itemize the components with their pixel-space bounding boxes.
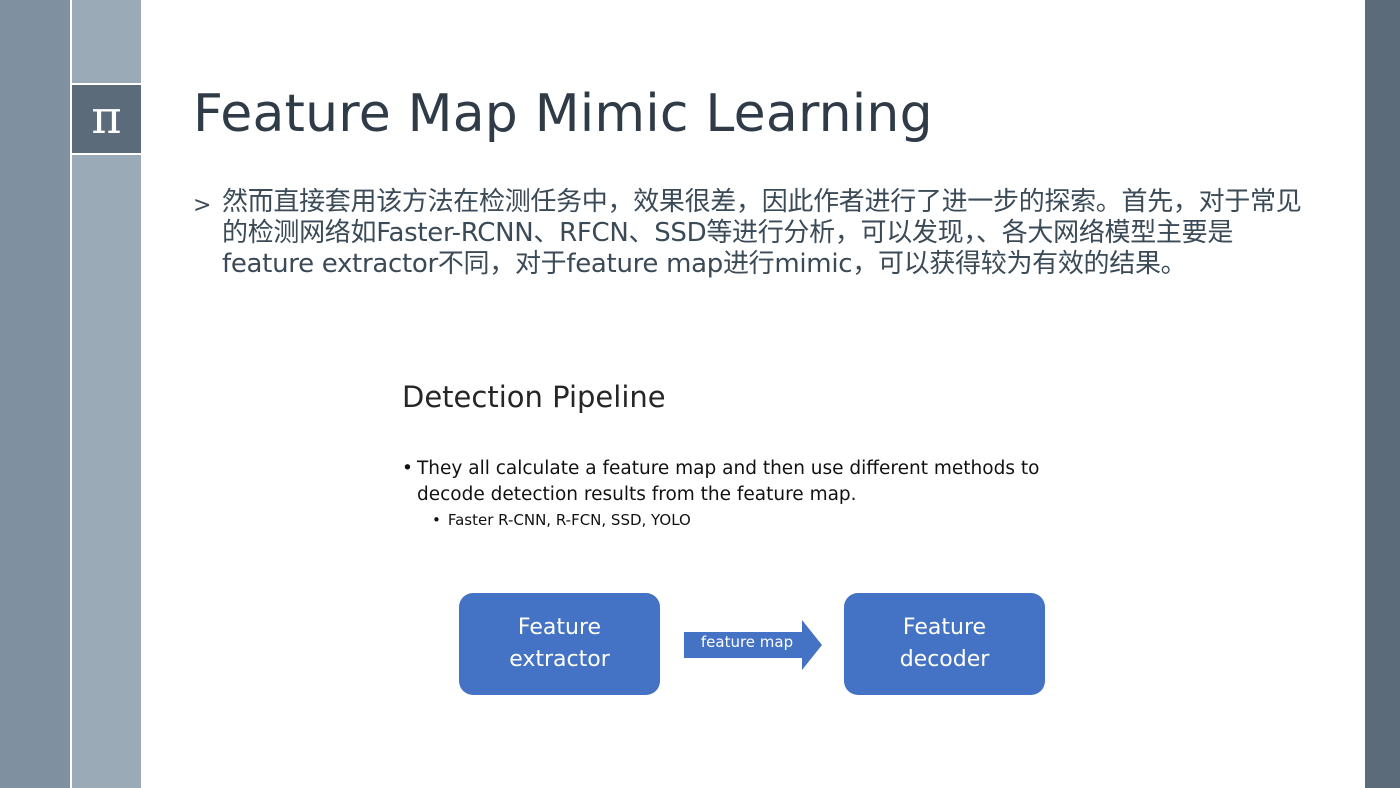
feature-map-arrow-label: feature map [700,633,794,651]
feature-map-arrow-icon [684,620,822,670]
arrow-shape [684,620,822,670]
pi-box-top-line [72,83,141,85]
feature-extractor-label-line1: Feature [517,615,602,640]
pi-box-bottom-line [72,153,141,155]
figure-bullet-1: • They all calculate a feature map and t… [402,456,1102,508]
pi-icon: π [91,90,122,144]
left-divider-line [70,0,72,788]
slide-title: Feature Map Mimic Learning [193,84,933,144]
figure-bullet-1-text: They all calculate a feature map and the… [417,458,1040,505]
figure-bullet-2-text: Faster R-CNN, R-FCN, SSD, YOLO [447,511,691,529]
bullet-dot-icon: • [402,458,413,479]
pi-logo-box: π [72,85,141,153]
left-band-dark [0,0,70,788]
figure-title: Detection Pipeline [402,380,666,414]
feature-extractor-box: Feature extractor [459,593,660,695]
figure-bullet-2: • Faster R-CNN, R-FCN, SSD, YOLO [432,511,691,529]
bullet-chevron-icon: > [193,193,212,218]
embedded-pipeline-figure: Detection Pipeline • They all calculate … [340,328,1150,788]
bullet-dot-icon: • [432,511,441,529]
right-band [1365,0,1400,788]
feature-decoder-label-line1: Feature [902,615,987,640]
feature-extractor-label-line2: extractor [509,647,610,672]
bullet-paragraph: 然而直接套用该方法在检测任务中，效果很差，因此作者进行了进一步的探索。首先，对于… [222,187,1302,279]
feature-decoder-label-line2: decoder [899,647,990,672]
feature-decoder-box: Feature decoder [844,593,1045,695]
